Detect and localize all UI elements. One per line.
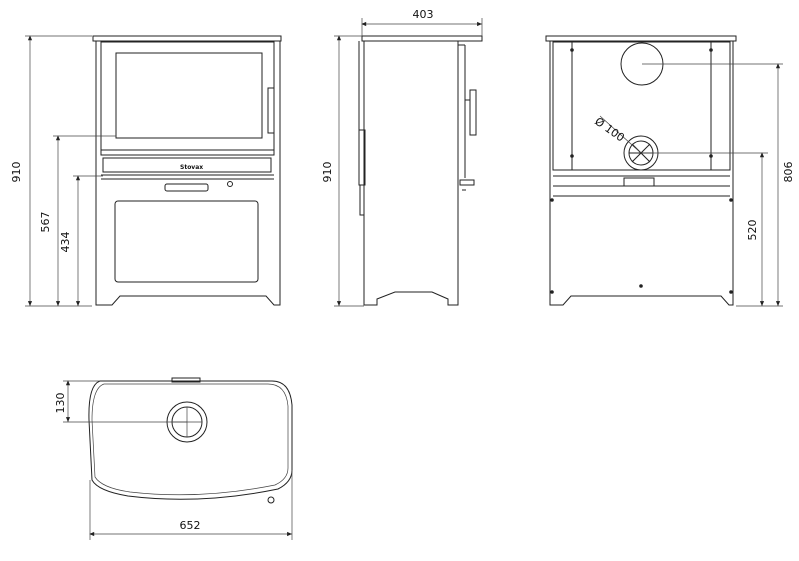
rear-clips (623, 177, 655, 187)
dim-side-910-label: 910 (321, 162, 334, 183)
rivet (570, 154, 574, 158)
dim-rear-806-label: 806 (782, 162, 795, 183)
door-handle-icon (267, 87, 275, 134)
air-knob (227, 181, 233, 187)
dim-rear-dia-label: Ø 100 (592, 115, 627, 145)
rivet (570, 48, 574, 52)
top-flue-tab (171, 377, 201, 383)
front-glass (115, 52, 263, 139)
top-view: 130 652 (54, 377, 293, 540)
rivet (550, 290, 554, 294)
dim-top-652-label: 652 (180, 519, 201, 532)
rear-top-plate (545, 35, 737, 42)
dim-front-910-label: 910 (10, 162, 23, 183)
dia-leader (599, 115, 642, 154)
front-view: Stovax 910 567 434 (10, 35, 282, 307)
front-brand-panel (102, 157, 272, 173)
top-handle-knob (267, 496, 275, 504)
dim-front-567-label: 567 (39, 212, 52, 233)
rivet (639, 284, 643, 288)
side-lever (459, 179, 475, 186)
dim-front-434-label: 434 (59, 232, 72, 253)
side-view: 403 910 (321, 8, 483, 307)
dim-rear-520-label: 520 (746, 220, 759, 241)
front-top-plate (92, 35, 282, 42)
front-brand-mark: Stovax (180, 164, 203, 171)
rivet (729, 290, 733, 294)
dim-top-130-label: 130 (54, 393, 67, 414)
rear-panel (552, 41, 731, 171)
top-outline (88, 380, 293, 500)
rivet (550, 198, 554, 202)
front-door-frame (100, 41, 275, 151)
rivet (729, 198, 733, 202)
rivet (709, 48, 713, 52)
rear-body (549, 40, 734, 306)
side-body (363, 40, 459, 306)
front-rail (100, 149, 275, 156)
dim-side-403-label: 403 (413, 8, 434, 21)
side-rear-bracket-2 (359, 184, 365, 216)
side-door-handle-icon (469, 89, 477, 136)
top-inner-outline (91, 383, 289, 496)
side-top-plate (361, 35, 483, 42)
front-body (95, 40, 281, 306)
rear-view: Ø 100 806 520 (545, 35, 795, 307)
air-control-lever-icon (164, 183, 209, 192)
rivet (709, 154, 713, 158)
front-log-store (114, 200, 259, 283)
